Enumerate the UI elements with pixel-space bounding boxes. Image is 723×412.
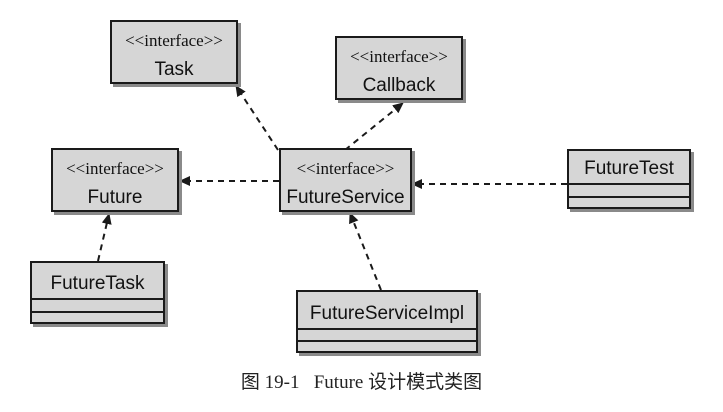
stereotype-label: <<interface>> (66, 159, 164, 178)
class-future-test: FutureTest (567, 149, 691, 209)
attributes-divider (569, 183, 689, 185)
class-task: <<interface>> Task (110, 20, 238, 84)
arrow-futureservice-to-callback (344, 102, 404, 151)
arrow-futureservice-to-task (235, 85, 279, 151)
class-name: FutureTask (50, 273, 145, 294)
figure-caption: 图 19-1 Future 设计模式类图 (0, 373, 723, 392)
class-name: Future (87, 187, 143, 208)
operations-divider (32, 311, 163, 313)
stereotype-label: <<interface>> (350, 47, 448, 66)
class-name: FutureTest (584, 158, 674, 179)
figure-title: Future 设计模式类图 (313, 372, 483, 393)
class-future-service-impl: FutureServiceImpl (296, 290, 478, 353)
class-future-service: <<interface>> FutureService (279, 148, 412, 212)
attributes-divider (32, 298, 163, 300)
class-name: FutureServiceImpl (309, 303, 465, 324)
stereotype-label: <<interface>> (125, 31, 223, 50)
arrow-futureserviceimpl-to-futureservice (349, 212, 382, 291)
arrow-futuretask-to-future (97, 213, 112, 262)
class-future-task: FutureTask (30, 261, 165, 324)
operations-divider (298, 340, 476, 342)
figure-number: 图 19-1 (240, 372, 300, 393)
stereotype-label: <<interface>> (296, 159, 395, 178)
class-name: FutureService (286, 187, 405, 208)
class-name: Task (154, 59, 194, 80)
attributes-divider (298, 328, 476, 330)
class-name: Callback (362, 75, 436, 96)
class-future: <<interface>> Future (51, 148, 179, 212)
operations-divider (569, 196, 689, 198)
class-callback: <<interface>> Callback (335, 36, 463, 100)
